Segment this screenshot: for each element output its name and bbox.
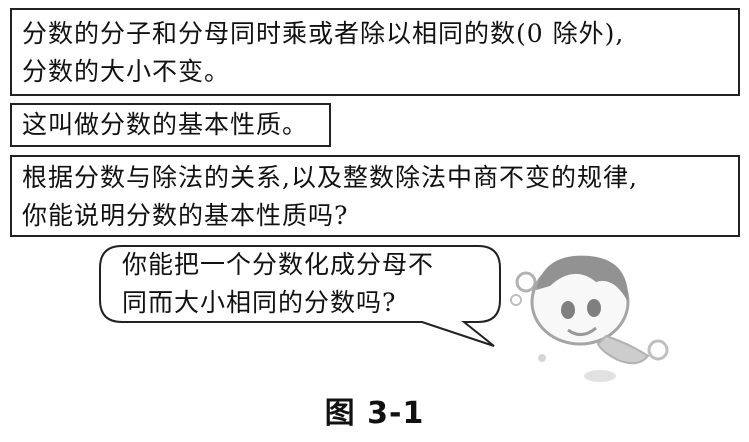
question-box: 根据分数与除法的关系,以及整数除法中商不变的规律, 你能说明分数的基本性质吗?	[10, 155, 740, 237]
mascot-right-eye	[587, 299, 601, 317]
speech-bubble-text: 你能把一个分数化成分母不 同而大小相同的分数吗?	[122, 246, 492, 322]
property-statement-line-2: 分数的大小不变。	[22, 57, 231, 86]
mascot-body	[596, 334, 650, 365]
question-line-1: 根据分数与除法的关系,以及整数除法中商不变的规律,	[22, 163, 638, 192]
mascot-foot	[584, 370, 616, 382]
property-statement-line-1: 分数的分子和分母同时乘或者除以相同的数(0 除外),	[22, 19, 625, 48]
speech-bubble	[99, 245, 501, 347]
mascot-fingers	[510, 294, 522, 306]
mascot-right-hand	[647, 339, 669, 361]
boy-mascot-illustration	[510, 255, 669, 382]
figure-caption: 图 3-1	[324, 396, 425, 431]
property-name-box: 这叫做分数的基本性质。	[10, 103, 331, 147]
mascot-mouth	[567, 326, 597, 336]
question-line-2: 你能说明分数的基本性质吗?	[22, 201, 349, 230]
mascot-left-eye	[561, 301, 575, 319]
mascot-dot	[538, 354, 546, 362]
speech-bubble-outline	[99, 245, 501, 347]
speech-bubble-line-1: 你能把一个分数化成分母不	[122, 250, 435, 279]
property-statement-box: 分数的分子和分母同时乘或者除以相同的数(0 除外), 分数的大小不变。	[10, 8, 740, 96]
speech-bubble-line-2: 同而大小相同的分数吗?	[122, 288, 397, 317]
property-name-text: 这叫做分数的基本性质。	[22, 110, 309, 139]
mascot-hair	[536, 255, 629, 302]
mascot-left-hand	[515, 271, 537, 293]
